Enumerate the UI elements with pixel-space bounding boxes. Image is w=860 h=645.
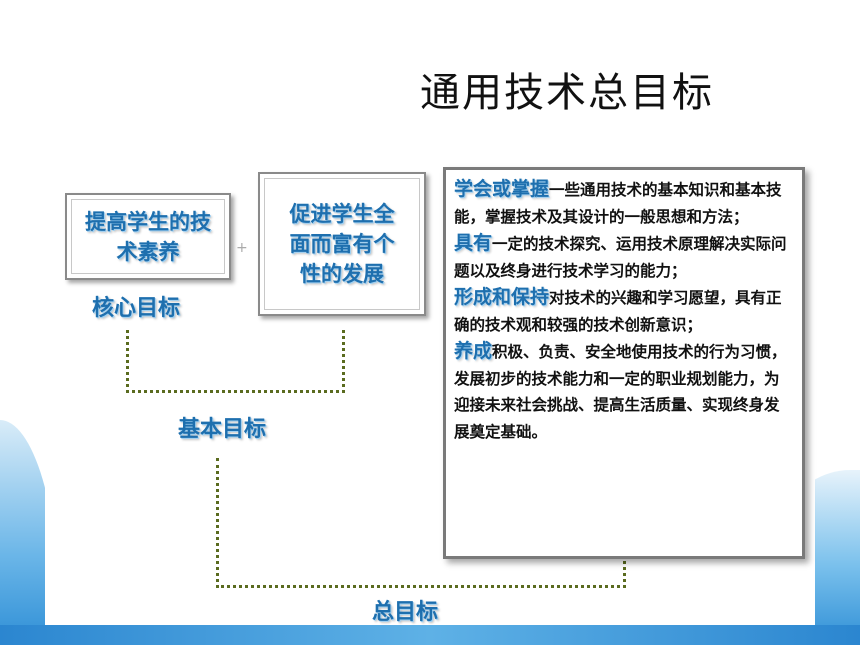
goal-text: 一定的技术探究、运用技术原理解决实际问题以及终身进行技术学习的能力； <box>454 234 787 280</box>
goals-detail-box: 学会或掌握一些通用技术的基本知识和基本技能，掌握技术及其设计的一般思想和方法； … <box>443 167 805 559</box>
goal-text: 一些通用技术的基本知识和基本技能，掌握技术及其设计的一般思想和方法； <box>454 180 782 226</box>
basic-goal-connector <box>126 330 345 393</box>
goal-item: 养成积极、负责、安全地使用技术的行为习惯，发展初步的技术能力和一定的职业规划能力… <box>454 338 794 445</box>
core-goal-text: 提高学生的技术素养 <box>85 208 211 264</box>
goal-item: 形成和保持对技术的兴趣和学习愿望，具有正确的技术观和较强的技术创新意识； <box>454 284 794 338</box>
total-goal-label: 总目标 <box>372 599 439 625</box>
core-goal-box: 提高学生的技术素养 <box>65 193 231 280</box>
goal-keyword: 具有 <box>454 232 493 254</box>
goal-text: 对技术的兴趣和学习愿望，具有正确的技术观和较强的技术创新意识； <box>454 288 782 334</box>
decorative-bottom-band <box>0 625 860 645</box>
goal-keyword: 养成 <box>454 340 493 362</box>
development-goal-box: 促进学生全面而富有个性的发展 <box>258 172 426 316</box>
goal-item: 具有一定的技术探究、运用技术原理解决实际问题以及终身进行技术学习的能力； <box>454 230 794 284</box>
goal-keyword: 形成和保持 <box>454 286 550 308</box>
goal-text: 积极、负责、安全地使用技术的行为习惯，发展初步的技术能力和一定的职业规划能力，为… <box>454 342 787 441</box>
plus-mark: + <box>236 240 248 256</box>
core-goal-label: 核心目标 <box>92 295 181 321</box>
page-title: 通用技术总目标 <box>420 70 714 116</box>
basic-goal-label: 基本目标 <box>178 416 267 442</box>
goal-item: 学会或掌握一些通用技术的基本知识和基本技能，掌握技术及其设计的一般思想和方法； <box>454 176 794 230</box>
development-goal-text: 促进学生全面而富有个性的发展 <box>289 201 395 286</box>
goal-keyword: 学会或掌握 <box>454 178 550 200</box>
